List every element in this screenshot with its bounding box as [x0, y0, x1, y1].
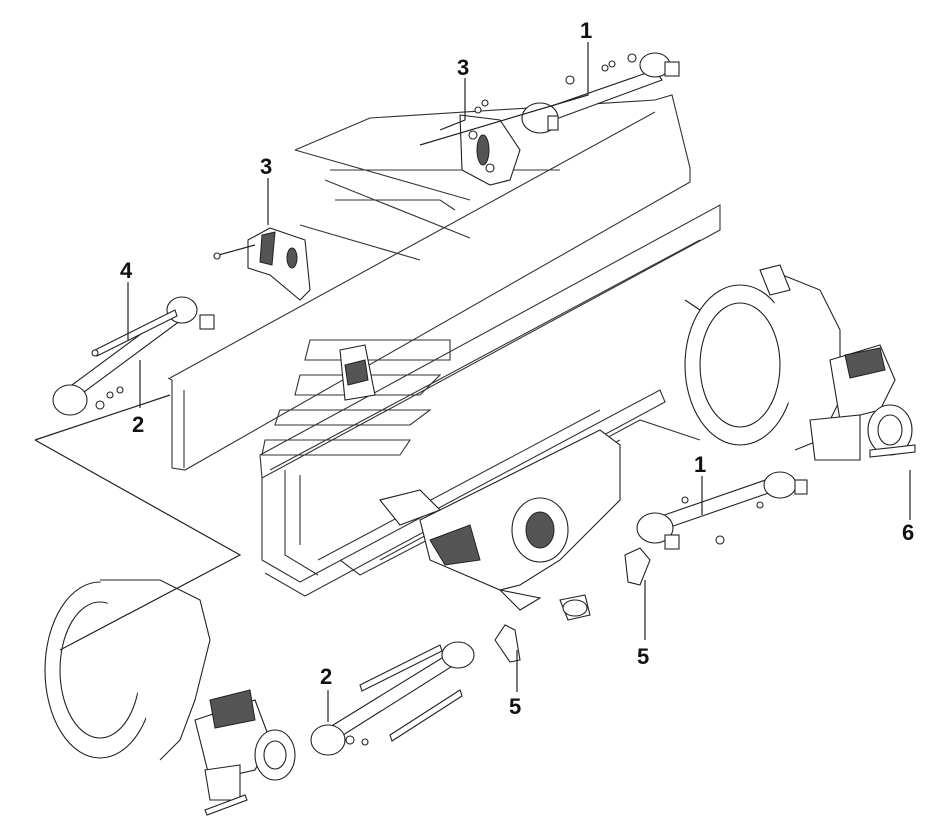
lower-torque-rod-part-2 — [310, 641, 475, 756]
chevron-frame-outline — [259, 204, 721, 597]
callout-part-4: 4 — [120, 258, 133, 283]
lower-torque-rod-part-1 — [636, 471, 808, 550]
callout-part-5-right: 5 — [637, 644, 649, 669]
callout-part-2-lower: 2 — [320, 664, 332, 689]
left-axle-housing — [44, 579, 296, 816]
middle-bracket-part-3 — [213, 227, 311, 301]
bracket-part-5-left — [494, 624, 521, 663]
callout-part-5-left: 5 — [509, 694, 521, 719]
callout-part-2-left: 2 — [132, 412, 144, 437]
callout-part-1-lower: 1 — [694, 452, 706, 477]
callout-part-1-upper: 1 — [580, 18, 592, 43]
callout-part-3-middle: 3 — [260, 154, 272, 179]
bracket-part-5-right — [624, 547, 651, 586]
callout-part-6: 6 — [902, 520, 914, 545]
leader-lines — [34, 42, 911, 722]
upper-bracket-part-3 — [459, 99, 521, 186]
right-axle-housing — [684, 264, 916, 461]
upper-torque-rod-part-1 — [521, 52, 680, 134]
callout-labels: 1 3 3 4 2 1 6 5 5 2 — [120, 18, 914, 719]
long-bolt-part-4 — [91, 309, 178, 357]
callout-part-3-upper: 3 — [457, 55, 469, 80]
left-torque-rod-part-2 — [52, 296, 215, 416]
chassis-frame-rail — [167, 94, 691, 471]
central-bracket-assembly — [339, 344, 621, 621]
